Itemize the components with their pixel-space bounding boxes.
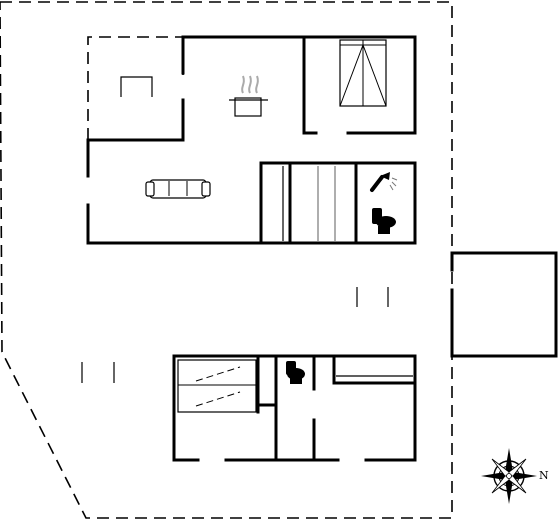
cooking-pot-icon <box>229 75 268 117</box>
bunk-bed-icon <box>177 359 257 413</box>
table-icon <box>120 76 153 97</box>
main-house <box>86 35 417 245</box>
compass-north-label: N <box>539 469 549 482</box>
shower-icon <box>370 172 398 192</box>
terrace-outline <box>87 36 184 140</box>
toilet-icon <box>372 208 396 234</box>
guest-house <box>172 354 417 462</box>
guest-toilet-icon <box>286 361 305 384</box>
property-boundary <box>0 1 453 519</box>
bed-icon <box>339 39 387 107</box>
fence-markers <box>81 287 389 383</box>
compass-rose-icon <box>481 448 537 504</box>
annex-building <box>450 251 558 358</box>
sofa-icon <box>145 179 211 199</box>
